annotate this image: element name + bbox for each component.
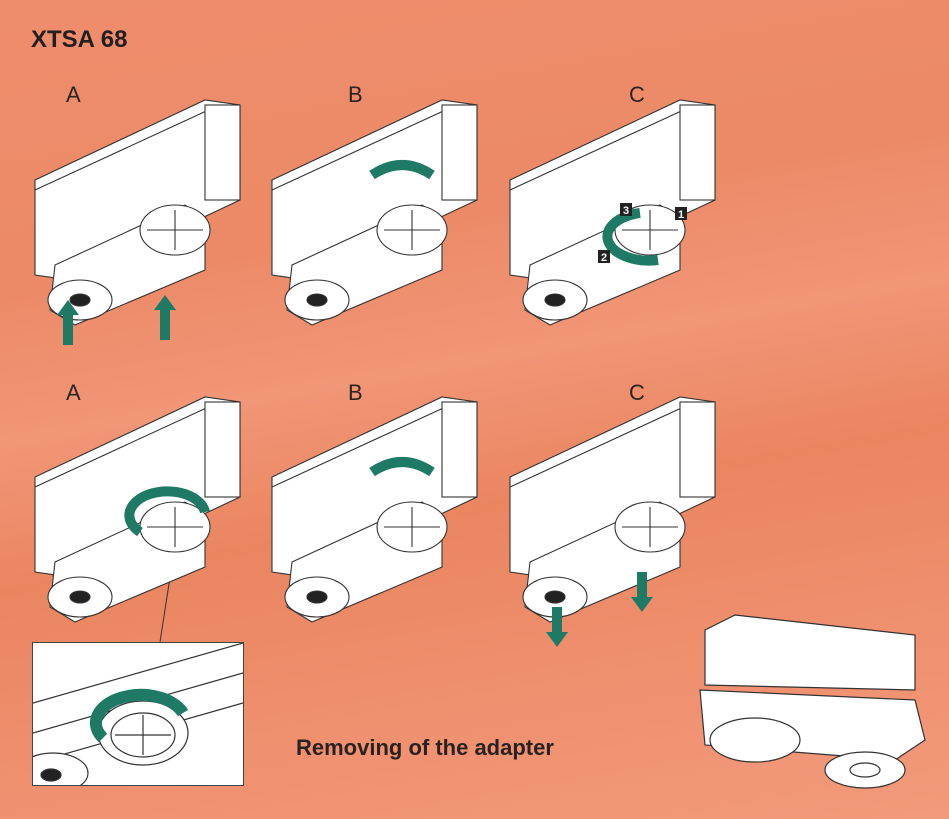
up-arrow-icon xyxy=(154,295,176,340)
rotate-arrow-icon xyxy=(89,688,189,743)
step-label-c-top: C xyxy=(629,82,645,107)
detail-inset xyxy=(32,642,244,786)
track-end-profile xyxy=(441,401,478,498)
step-marker-number: 2 xyxy=(601,252,607,264)
product-title: XTSA 68 xyxy=(31,26,128,53)
assembly-panel: 1 2 3 xyxy=(509,99,716,326)
step-marker xyxy=(620,203,632,216)
assembly-panel xyxy=(271,396,478,623)
rotary-knob xyxy=(709,717,801,763)
track-end-profile xyxy=(679,104,716,201)
step-label-b-bottom: B xyxy=(348,380,363,405)
rotate-counterclockwise-arrow-icon xyxy=(369,457,435,477)
step-marker-number: 1 xyxy=(678,209,684,221)
detail-drawing xyxy=(33,643,243,785)
assembly-panel xyxy=(34,99,241,345)
assembly-panel xyxy=(509,396,716,647)
track-end-profile xyxy=(204,401,241,498)
step-marker xyxy=(675,207,687,220)
rotate-arrow-icon xyxy=(124,486,210,537)
step-marker-number: 3 xyxy=(623,205,629,217)
standalone-adapter xyxy=(699,614,926,789)
step-marker xyxy=(598,250,610,263)
down-arrow-icon xyxy=(546,607,568,647)
track-end-profile xyxy=(441,104,478,201)
rotate-clockwise-arrow-icon xyxy=(369,160,435,180)
track-end-profile xyxy=(204,104,241,201)
step-label-a-top: A xyxy=(66,82,81,107)
step-label-c-bottom: C xyxy=(629,380,645,405)
caption: Removing of the adapter xyxy=(296,735,554,760)
rotate-sequence-arrow-icon xyxy=(602,208,659,266)
down-arrow-icon xyxy=(631,572,653,612)
step-label-b-top: B xyxy=(348,82,363,107)
assembly-panel xyxy=(34,396,241,623)
up-arrow-icon xyxy=(57,300,79,345)
track-end-profile xyxy=(679,401,716,498)
assembly-panel xyxy=(271,99,478,326)
step-label-a-bottom: A xyxy=(66,380,81,405)
